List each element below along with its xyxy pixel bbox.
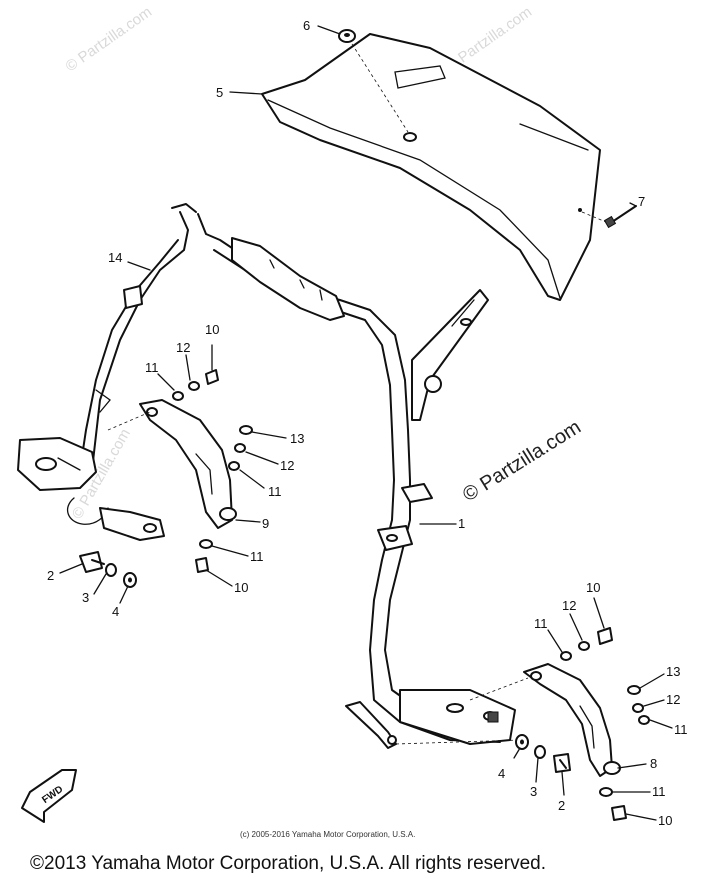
callout-10a: 10 [205,322,219,337]
callout-6: 6 [303,18,310,33]
cover-plate-part-5 [261,33,601,301]
callout-10d: 10 [586,580,600,595]
callout-5: 5 [216,85,223,100]
grommet-part-6 [338,29,409,133]
partzilla-watermark: © Partzilla.com [459,416,585,506]
callout-11b: 11 [268,484,282,499]
callout-11a: 11 [145,360,159,375]
callout-11f: 11 [652,784,666,799]
bolt-lower-left [345,701,521,749]
callout-12d: 12 [562,598,576,613]
callout-3b: 3 [530,784,537,799]
callout-7: 7 [638,194,645,209]
callout-4a: 4 [112,604,119,619]
callout-3a: 3 [82,590,89,605]
fasteners-left [79,551,137,588]
callout-12a: 12 [176,340,190,355]
copyright-small: (c) 2005-2016 Yamaha Motor Corporation, … [240,830,415,839]
bolt-part-7 [581,205,637,229]
frame-part-1 [17,203,516,745]
callout-2a: 2 [47,568,54,583]
bracket-part-9 [107,399,237,529]
callout-10f: 10 [658,813,672,828]
callout-9: 9 [262,516,269,531]
callout-11d: 11 [534,616,548,631]
bracket-part-8 [469,663,621,777]
callout-13b: 13 [290,431,304,446]
callout-1: 1 [458,516,465,531]
fasteners-right [515,734,571,773]
fwd-arrow: FWD [21,769,77,823]
faint-watermark-1: © Partzilla.com [63,3,156,75]
callout-11c: 11 [250,549,264,564]
leader-lines [59,25,673,821]
callout-14: 14 [108,250,122,265]
callout-10c: 10 [234,580,248,595]
callout-labels: 6 5 7 14 10 12 11 13 12 11 9 1 11 10 2 3… [47,18,688,828]
small-hardware [172,369,650,821]
callout-8: 8 [650,756,657,771]
callout-12e: 12 [666,692,680,707]
callout-2b: 2 [558,798,565,813]
copyright-main: ©2013 Yamaha Motor Corporation, U.S.A. A… [30,853,546,874]
callout-4b: 4 [498,766,505,781]
callout-12b: 12 [280,458,294,473]
callout-11e: 11 [674,722,688,737]
callout-13e: 13 [666,664,680,679]
